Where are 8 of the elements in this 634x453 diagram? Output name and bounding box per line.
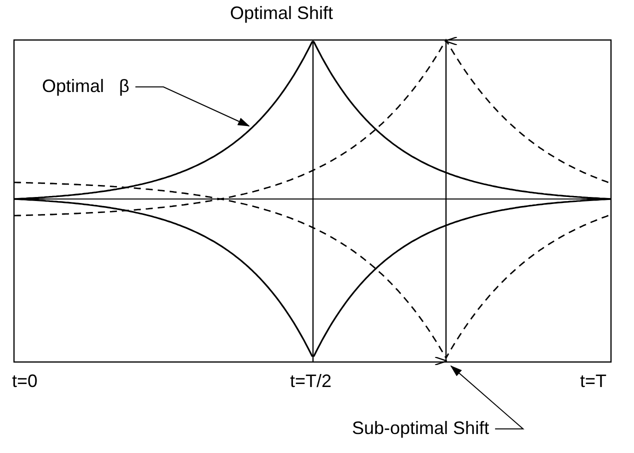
- annotation-label: Sub-optimal Shift: [352, 419, 490, 439]
- axis-tick-label: t=T/2: [290, 372, 332, 392]
- annotation-label: Optimal β: [42, 77, 130, 97]
- axis-tick-label: t=T: [580, 372, 607, 392]
- leader-line: [134, 86, 250, 126]
- axis-tick-label: t=0: [12, 372, 38, 392]
- plot-title: Optimal Shift: [230, 4, 334, 24]
- leader-line: [450, 365, 524, 430]
